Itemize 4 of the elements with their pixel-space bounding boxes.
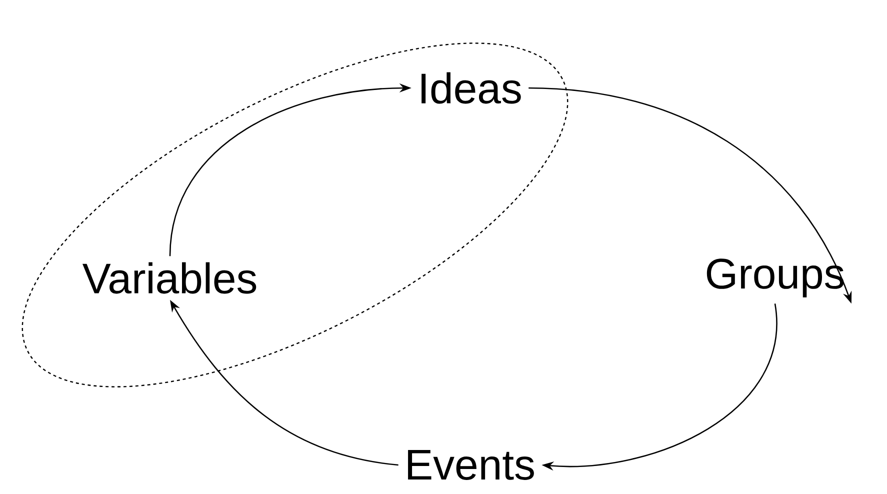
node-label: Variables xyxy=(82,262,256,294)
node-label: Events xyxy=(408,450,534,480)
node-label: Ideas xyxy=(422,72,521,104)
node-label: Groups xyxy=(706,258,844,298)
